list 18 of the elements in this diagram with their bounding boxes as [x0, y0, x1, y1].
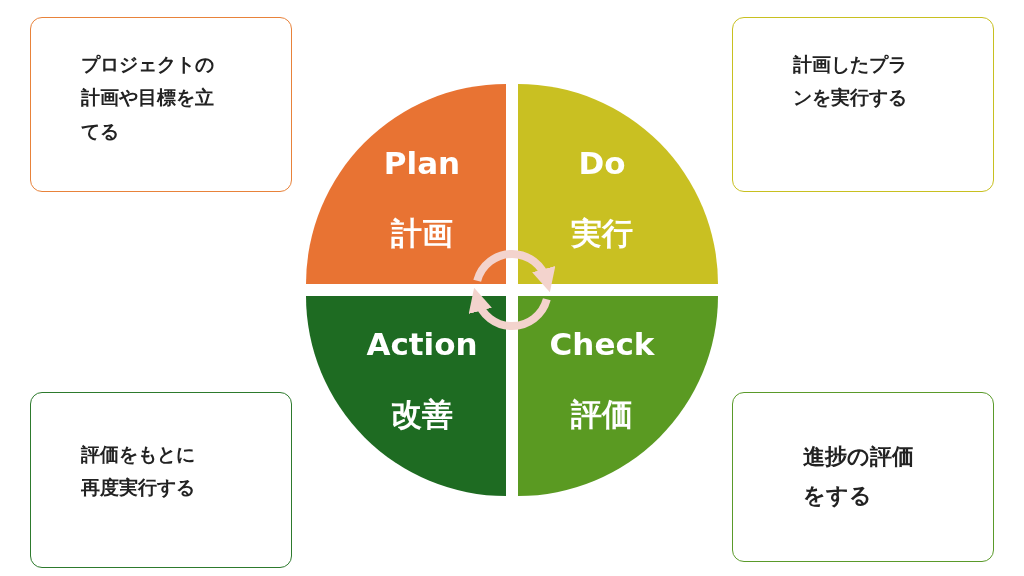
description-box	[30, 392, 292, 568]
description-text: 計画したプランを実行する	[793, 52, 908, 111]
phase-title: Action	[366, 329, 478, 360]
description-box	[732, 17, 994, 192]
cycle-arrow	[473, 250, 555, 293]
phase-label: 評価	[571, 399, 633, 430]
description-box	[30, 17, 292, 192]
phase-title: Check	[549, 329, 655, 360]
phase-title: Do	[578, 148, 626, 179]
cycle-arrow	[469, 287, 551, 330]
description-text: 進捗の評価をする	[803, 443, 915, 510]
phase-label: 実行	[571, 218, 633, 249]
phase-label: 計画	[391, 218, 453, 249]
description-text: プロジェクトの計画や目標を立てる	[81, 52, 215, 144]
description-text: 評価をもとに再度実行する	[81, 442, 196, 501]
phase-label: 改善	[391, 399, 453, 430]
description-box	[732, 392, 994, 562]
phase-title: Plan	[383, 148, 461, 179]
